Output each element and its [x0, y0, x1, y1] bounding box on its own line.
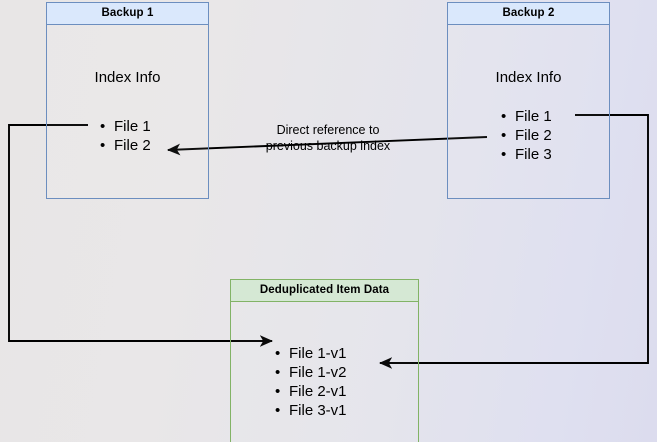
direct-reference-annotation: Direct reference to previous backup inde…	[248, 122, 408, 154]
dedup-file-list: File 1-v1 File 1-v2 File 2-v1 File 3-v1	[275, 344, 347, 420]
backup-2-file-list: File 1 File 2 File 3	[501, 107, 552, 164]
backup-1-box[interactable]: Backup 1 Index Info File 1 File 2	[46, 2, 209, 199]
backup-2-header: Backup 2	[448, 3, 609, 25]
list-item: File 3-v1	[275, 401, 347, 420]
direct-reference-annotation-line-1: Direct reference to	[276, 123, 380, 137]
backup-1-file-list: File 1 File 2	[100, 117, 151, 155]
backup-2-body: Index Info File 1 File 2 File 3	[448, 25, 609, 198]
direct-reference-annotation-line-2: previous backup index	[265, 139, 391, 153]
list-item: File 2	[501, 126, 552, 145]
deduplicated-item-data-body: File 1-v1 File 1-v2 File 2-v1 File 3-v1	[231, 302, 418, 442]
list-item: File 1-v2	[275, 363, 347, 382]
deduplicated-item-data-box[interactable]: Deduplicated Item Data File 1-v1 File 1-…	[230, 279, 419, 442]
list-item: File 1-v1	[275, 344, 347, 363]
backup-2-index-info-label: Index Info	[495, 69, 562, 86]
list-item: File 3	[501, 145, 552, 164]
backup-2-box[interactable]: Backup 2 Index Info File 1 File 2 File 3	[447, 2, 610, 199]
list-item: File 2	[100, 136, 151, 155]
backup-1-header: Backup 1	[47, 3, 208, 25]
list-item: File 2-v1	[275, 382, 347, 401]
list-item: File 1	[501, 107, 552, 126]
backup-1-index-info-label: Index Info	[94, 69, 161, 86]
backup-1-body: Index Info File 1 File 2	[47, 25, 208, 198]
deduplicated-item-data-header: Deduplicated Item Data	[231, 280, 418, 302]
list-item: File 1	[100, 117, 151, 136]
